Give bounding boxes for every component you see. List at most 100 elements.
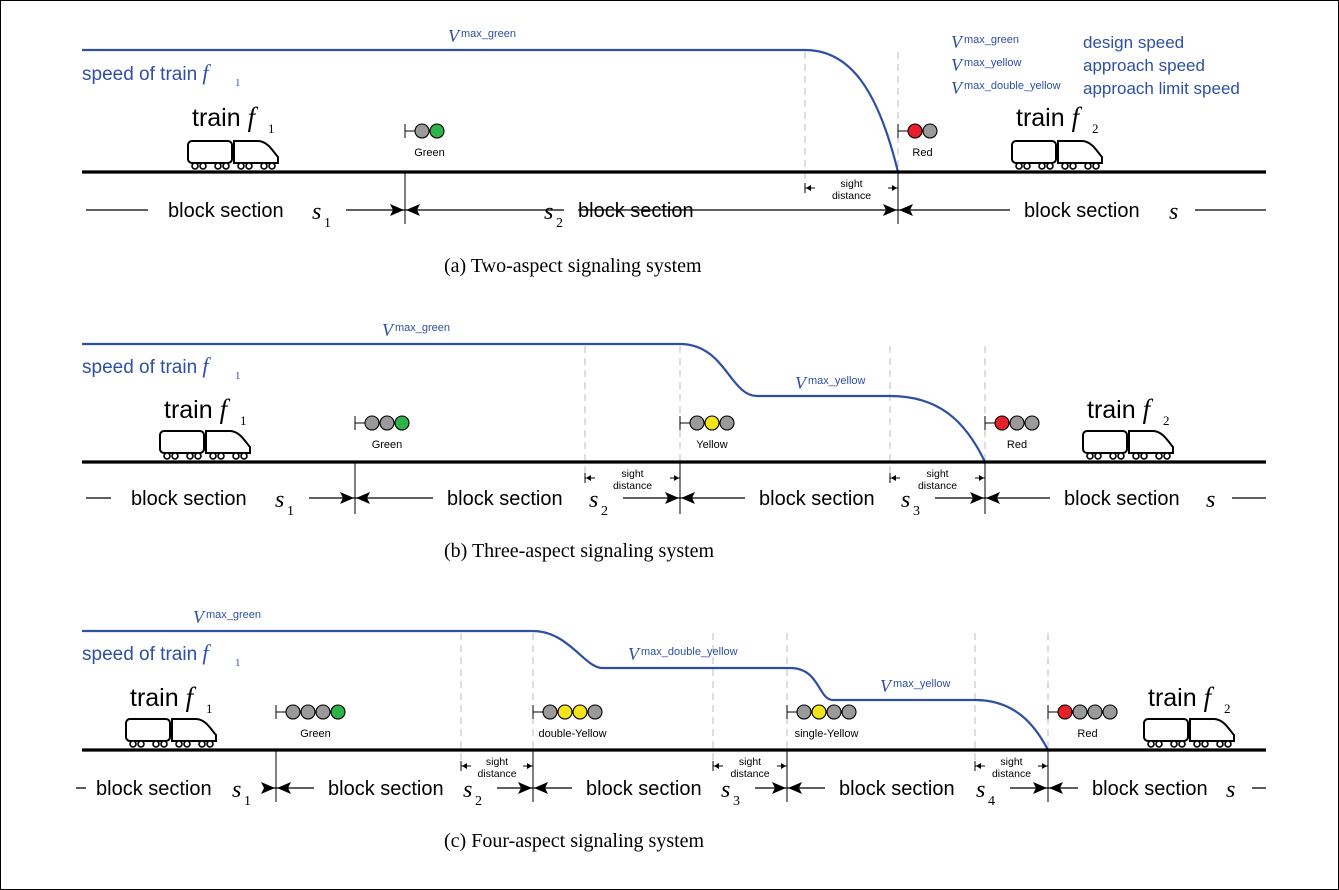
train-wheel	[1061, 162, 1069, 170]
train-label: train f	[130, 682, 197, 712]
sight-arrowhead	[806, 185, 811, 191]
block-arrowhead	[261, 782, 275, 794]
train-wheel	[191, 162, 199, 170]
sight-arrowhead	[586, 475, 591, 481]
sight-text: sight	[621, 468, 643, 480]
block-var: s	[1226, 777, 1235, 803]
train-label: train f	[164, 394, 231, 424]
train-wheel	[240, 452, 248, 460]
sight-text: distance	[992, 768, 1031, 780]
block-var: s	[544, 199, 553, 225]
block-var: s	[976, 777, 985, 803]
train-wheel	[183, 740, 191, 748]
signal-lamp	[907, 123, 923, 139]
signal-lamp	[572, 704, 588, 720]
signal-lamp	[704, 415, 720, 431]
train-wheel	[1216, 740, 1224, 748]
signal-lamp	[330, 704, 346, 720]
speed-symbol: V	[193, 607, 206, 627]
legend-meaning: approach limit speed	[1083, 79, 1240, 98]
train-sub: 2	[1163, 413, 1170, 428]
signal-green: Green	[404, 123, 445, 159]
signal-single-yellow: single-Yellow	[786, 704, 859, 740]
train-f2	[1082, 430, 1174, 460]
train-sub: 1	[206, 701, 213, 716]
train-wheel	[260, 162, 268, 170]
train-car	[1189, 718, 1235, 742]
block-arrowhead	[970, 492, 984, 504]
block-var: s	[232, 777, 241, 803]
speed-symbol: V	[628, 644, 641, 664]
train-wheel	[175, 740, 183, 748]
train-sub: 1	[268, 121, 275, 136]
signal-label: Green	[372, 439, 403, 451]
legend-symbol: V	[951, 78, 964, 98]
train-wheel	[222, 162, 230, 170]
train-car	[1143, 718, 1189, 742]
train-car	[125, 718, 171, 742]
signal-label: Green	[414, 147, 445, 159]
train-f1	[187, 140, 279, 170]
train-wheel	[186, 452, 194, 460]
sight-text: distance	[832, 190, 871, 202]
block-arrowhead	[772, 782, 786, 794]
train-wheel	[1193, 740, 1201, 748]
panel-caption: (b) Three-aspect signaling system	[444, 540, 715, 562]
train-car	[1128, 430, 1174, 454]
block-arrowhead	[1033, 782, 1047, 794]
block-label: block section	[586, 778, 702, 800]
block-var: s	[721, 777, 730, 803]
signal-green: Green	[354, 415, 410, 451]
train-wheel	[1155, 452, 1163, 460]
sight-arrowhead	[891, 475, 896, 481]
signal-lamp	[922, 123, 938, 139]
train-wheel	[1046, 162, 1054, 170]
train-car	[187, 140, 233, 164]
legend-symbol: V	[951, 32, 964, 52]
speed-curve	[82, 629, 1049, 751]
speed-symbol: V	[795, 373, 808, 393]
speed-sup: max_yellow	[893, 678, 951, 690]
train-f1	[125, 718, 217, 748]
block-arrowhead	[986, 492, 1000, 504]
train-wheel	[232, 452, 240, 460]
train-wheel	[206, 740, 214, 748]
train-wheel	[194, 452, 202, 460]
signal-label: Red	[912, 147, 932, 159]
signal-lamp	[826, 704, 842, 720]
speed-symbol: V	[382, 320, 395, 340]
block-section: block section s	[898, 199, 1266, 225]
speed-curve	[82, 48, 900, 173]
signal-label: Green	[300, 728, 331, 740]
speed-label: speed of train f	[82, 640, 211, 665]
block-arrowhead	[681, 492, 695, 504]
block-arrowhead	[1049, 782, 1063, 794]
signal-label: Yellow	[696, 439, 727, 451]
signal-lamp	[1072, 704, 1088, 720]
block-arrowhead	[883, 204, 897, 216]
train-wheel	[1224, 740, 1232, 748]
signal-lamp	[994, 415, 1010, 431]
block-sub: 4	[988, 794, 995, 809]
signal-lamp	[796, 704, 812, 720]
block-var: s	[463, 777, 472, 803]
train-wheel	[237, 162, 245, 170]
train-f1	[159, 430, 251, 460]
signal-label: single-Yellow	[795, 728, 859, 740]
block-label: block section	[1064, 488, 1180, 510]
block-sub: 1	[324, 216, 331, 231]
train-sub: 2	[1092, 121, 1099, 136]
train-wheel	[214, 162, 222, 170]
signal-lamp	[285, 704, 301, 720]
signal-lamp	[587, 704, 603, 720]
train-f2	[1143, 718, 1235, 748]
panel-caption: (c) Four-aspect signaling system	[444, 830, 705, 852]
